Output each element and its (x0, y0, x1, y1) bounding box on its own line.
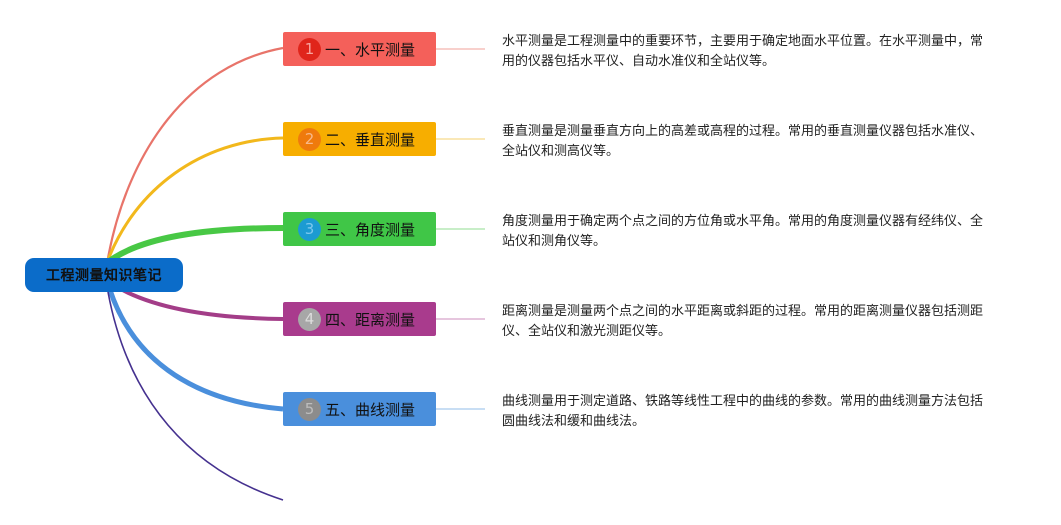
topic-label: 一、水平测量 (325, 40, 416, 59)
topic-label: 二、垂直测量 (325, 130, 416, 149)
root-topic-label: 工程测量知识笔记 (46, 268, 162, 284)
topic-5[interactable]: 5 五、曲线测量 (283, 392, 436, 426)
topic-1[interactable]: 1 一、水平测量 (283, 32, 436, 66)
note-5: 曲线测量用于测定道路、铁路等线性工程中的曲线的参数。常用的曲线测量方法包括圆曲线… (502, 394, 984, 429)
number-badge-icon: 2 (298, 127, 321, 151)
note-2: 垂直测量是测量垂直方向上的高差或高程的过程。常用的垂直测量仪器包括水准仪、全站仪… (502, 124, 984, 159)
topic-2[interactable]: 2 二、垂直测量 (283, 122, 436, 156)
number-badge-icon: 4 (298, 307, 321, 331)
number-badge-icon: 3 (298, 217, 321, 241)
branch-line-5 (107, 289, 284, 412)
topic-label: 四、距离测量 (325, 310, 416, 329)
root-topic[interactable]: 工程测量知识笔记 (25, 258, 183, 292)
branch-line-3 (106, 225, 284, 265)
note-1: 水平测量是工程测量中的重要环节，主要用于确定地面水平位置。在水平测量中，常用的仪… (502, 34, 984, 69)
topic-3[interactable]: 3 三、角度测量 (283, 212, 436, 246)
number-badge-icon: 1 (298, 37, 321, 61)
branch-line-2 (106, 136, 284, 261)
note-3: 角度测量用于确定两个点之间的方位角或水平角。常用的角度测量仪器有经纬仪、全站仪和… (502, 214, 984, 249)
branch-line-6 (107, 291, 284, 501)
topic-label: 五、曲线测量 (325, 400, 416, 419)
branch-line-1 (106, 46, 284, 259)
number-badge-icon: 5 (298, 397, 321, 421)
topic-label: 三、角度测量 (325, 220, 416, 239)
note-4: 距离测量是测量两个点之间的水平距离或斜距的过程。常用的距离测量仪器包括测距仪、全… (502, 304, 984, 339)
topic-4[interactable]: 4 四、距离测量 (283, 302, 436, 336)
